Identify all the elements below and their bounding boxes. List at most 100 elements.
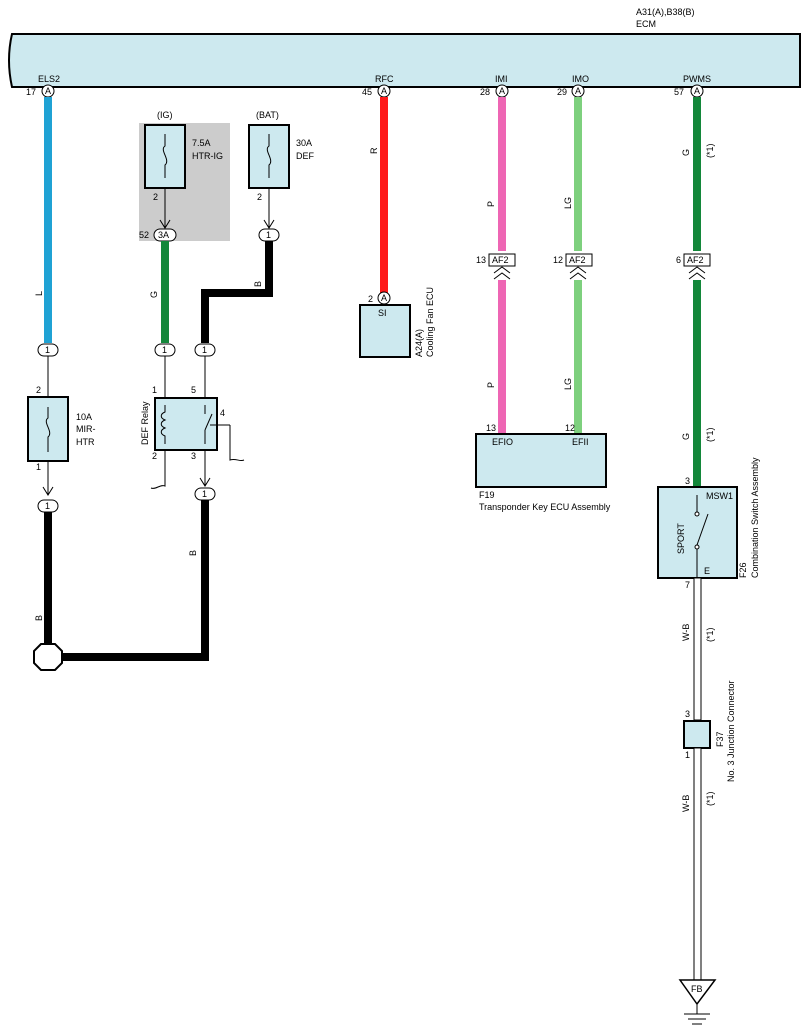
junction-connector-1d: 1 (154, 343, 176, 357)
svg-text:7.5A: 7.5A (192, 138, 211, 148)
svg-text:MIR-: MIR- (76, 424, 96, 434)
relay-pin-2: 2 (152, 451, 157, 461)
combination-switch: MSW1 E SPORT (657, 486, 738, 579)
cooling-fan-code: A24(A) (414, 329, 424, 357)
svg-text:29: 29 (557, 87, 567, 97)
af2-p-pin: 13 (476, 255, 486, 265)
wire-b-left (44, 512, 52, 646)
mir-fuse-pin-bottom: 1 (36, 462, 41, 472)
transponder-name: Transponder Key ECU Assembly (479, 502, 611, 512)
svg-text:HTR: HTR (76, 437, 95, 447)
ecm-pin-imi: IMI 28 A (480, 74, 509, 98)
htr-ig-pin: 2 (153, 192, 158, 202)
svg-text:MSW1: MSW1 (706, 491, 733, 501)
wire-label-g-pwms-bottom: G (681, 433, 691, 440)
svg-text:A: A (381, 293, 387, 303)
wire-label-r: R (369, 147, 379, 154)
combo-switch-name: Combination Switch Assembly (750, 457, 760, 578)
def-pin: 2 (257, 192, 262, 202)
wire-g-relay (161, 241, 169, 343)
svg-text:A: A (381, 86, 387, 96)
af2-g-pin: 6 (676, 255, 681, 265)
svg-text:RFC: RFC (375, 74, 394, 84)
wire-note-2: (*1) (705, 427, 715, 442)
wire-label-p-bottom: P (486, 382, 496, 388)
transponder-key-ecu: EFIO EFII (475, 433, 607, 488)
wire-label-l: L (34, 291, 44, 296)
relay-pin4-open-wire (229, 425, 245, 462)
junction-connector-1a: 1 (37, 343, 59, 357)
relay-pin-1: 1 (152, 385, 157, 395)
junction-connector-1b: 1 (37, 499, 59, 513)
ecm-pin-els2: ELS2 17 A (26, 74, 60, 98)
junction-connector-1c: 1 (258, 228, 280, 242)
junction-connector-1e: 1 (194, 343, 216, 357)
svg-text:A: A (45, 86, 51, 96)
junction3-pin-bottom: 1 (685, 750, 690, 760)
svg-text:SI: SI (378, 308, 387, 318)
svg-text:1: 1 (162, 345, 167, 355)
cooling-fan-name: Cooling Fan ECU (425, 287, 435, 357)
wire-b-relay-out (201, 500, 209, 661)
wire-r (380, 97, 388, 293)
arrow-down-icon (159, 219, 171, 229)
svg-text:1: 1 (45, 501, 50, 511)
source-ig: (IG) (157, 110, 173, 120)
fuse-def: 30A DEF (248, 124, 315, 189)
wire-label-lg-bottom: LG (563, 378, 573, 390)
junction-connector-1f: 1 (194, 487, 216, 501)
svg-text:IMO: IMO (572, 74, 589, 84)
svg-text:A: A (694, 86, 700, 96)
svg-text:A: A (575, 86, 581, 96)
connector-af2-g: AF2 (683, 253, 711, 267)
mir-fuse-pin-top: 2 (36, 385, 41, 395)
ecm-pin-rfc: RFC 45 A (362, 74, 394, 98)
relay-pin-5: 5 (191, 385, 196, 395)
wire-label-wb-top: W-B (681, 624, 691, 641)
arrow-down-icon (199, 477, 211, 487)
wire-label-wb-bottom: W-B (681, 795, 691, 812)
wire-wb-bottom (693, 747, 702, 981)
svg-text:57: 57 (674, 87, 684, 97)
wire-label-b-relay-out: B (188, 550, 198, 556)
svg-text:3A: 3A (158, 230, 169, 240)
junction3-name: No. 3 Junction Connector (726, 680, 736, 782)
junction-connector-3a: 3A (153, 228, 177, 242)
svg-text:1: 1 (45, 345, 50, 355)
svg-text:1: 1 (202, 489, 207, 499)
combo-switch-code: F26 (738, 562, 748, 578)
cooling-fan-pin: 2 (368, 294, 373, 304)
af2-lg-pin: 12 (553, 255, 563, 265)
wire-note-1: (*1) (705, 143, 715, 158)
connector-af2-lg: AF2 (565, 253, 593, 267)
svg-text:EFII: EFII (572, 437, 589, 447)
wire-label-lg-top: LG (563, 197, 573, 209)
svg-text:10A: 10A (76, 412, 92, 422)
relay-pin-3: 3 (191, 451, 196, 461)
svg-text:PWMS: PWMS (683, 74, 711, 84)
svg-text:45: 45 (362, 87, 372, 97)
cooling-fan-ecu: SI (359, 304, 411, 358)
wire-label-b-left: B (34, 615, 44, 621)
combo-switch-pin-bottom: 7 (685, 580, 690, 590)
combo-switch-pin-top: 3 (685, 476, 690, 486)
ecm-pin-pwms: PWMS 57 A (674, 74, 711, 98)
wire-wb-top (693, 577, 702, 721)
wire-label-p-top: P (486, 201, 496, 207)
wire-g-pwms-bottom (693, 280, 701, 487)
wire-label-b-def: B (253, 281, 263, 287)
efii-pin: 12 (565, 423, 575, 433)
source-bat: (BAT) (256, 110, 279, 120)
junction-pin-52: 52 (139, 230, 149, 240)
svg-text:E: E (704, 566, 710, 576)
wire-label-g-relay: G (149, 291, 159, 298)
svg-text:DEF: DEF (296, 151, 315, 161)
efio-pin: 13 (486, 423, 496, 433)
junction-connector-3 (683, 720, 711, 749)
svg-text:EFIO: EFIO (492, 437, 513, 447)
wire-l (44, 97, 52, 343)
svg-text:1: 1 (202, 345, 207, 355)
svg-text:A: A (499, 86, 505, 96)
relay-pin-4: 4 (220, 408, 225, 418)
svg-text:17: 17 (26, 87, 36, 97)
